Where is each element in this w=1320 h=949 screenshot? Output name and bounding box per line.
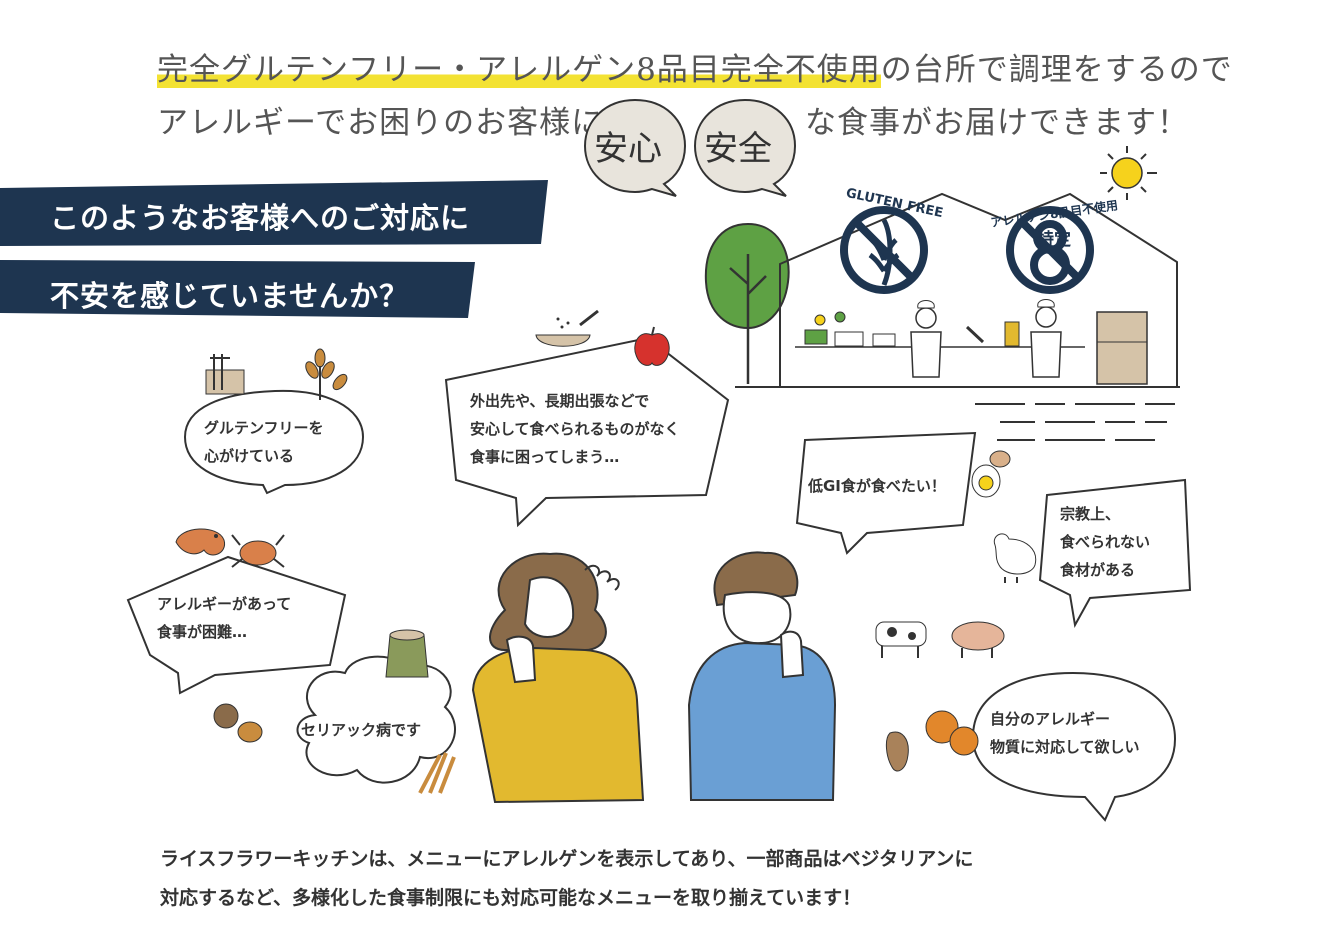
man-illustration — [687, 551, 837, 801]
apple-icon — [634, 326, 670, 366]
bubble-gluten-free-line-2: 心がけている — [204, 447, 295, 465]
crab-icon — [231, 534, 285, 568]
bubble-own-allergy-text: 自分のアレルギー 物質に対応して欲しい — [990, 705, 1140, 761]
headline-line-1: 完全グルテンフリー・アレルゲン8品目完全不使用の台所で調理をするので — [157, 44, 1233, 89]
bubble-gluten-free-line-1: グルテンフリーを — [204, 419, 324, 437]
bubble-travel-text: 外出先や、長期出張などで 安心して食べられるものがなく 食事に困ってしまう… — [470, 387, 680, 471]
headline-line-2-start: アレルギーでお困りのお客様に — [157, 105, 604, 141]
anshin-label: 安心 — [594, 129, 662, 169]
bubble-allergy-difficult-line-2: 食事が困難… — [157, 623, 248, 641]
woman-illustration — [471, 552, 645, 804]
bubble-travel-line-3: 食事に困ってしまう… — [470, 448, 620, 466]
wheat-icon — [305, 348, 348, 400]
cow-icon — [875, 621, 927, 658]
shrimp-icon — [175, 528, 226, 556]
bubble-religion-line-1: 宗教上、 — [1060, 505, 1121, 523]
tree-icon — [704, 222, 790, 384]
orange-icon — [925, 710, 979, 756]
bubble-own-allergy — [971, 671, 1177, 822]
anzen-label: 安全 — [704, 129, 772, 169]
bubble-gluten-free — [183, 389, 365, 495]
walnut-icon — [213, 703, 263, 743]
allergen-center-label: 特定 — [1037, 230, 1071, 250]
anshin-badge — [583, 98, 687, 197]
flour-bowl-icon — [535, 309, 599, 347]
headline-line-1-rest: の台所で調理をするので — [880, 52, 1233, 88]
bubble-religion-text: 宗教上、 食べられない 食材がある — [1060, 500, 1150, 584]
bubble-celiac — [296, 655, 456, 784]
chicken-icon — [993, 533, 1037, 583]
bubble-own-allergy-line-2: 物質に対応して欲しい — [990, 738, 1140, 756]
bubble-religion-line-2: 食べられない — [1060, 533, 1151, 551]
bubble-gluten-free-text: グルテンフリーを 心がけている — [204, 414, 324, 470]
bubble-religion — [1038, 478, 1192, 628]
bubble-allergy-difficult — [126, 555, 347, 695]
headline-highlight: 完全グルテンフリー・アレルゲン8品目完全不使用 — [157, 52, 881, 88]
bubble-travel-line-1: 外出先や、長期出張などで — [470, 392, 650, 410]
bubble-travel — [444, 336, 730, 528]
kitchen-house — [735, 192, 1180, 441]
footer-line-2: 対応するなど、多様化した食事制限にも対応可能なメニューを取り揃えています！ — [160, 887, 862, 909]
egg-icon — [971, 450, 1011, 498]
bubble-allergy-difficult-text: アレルギーがあって 食事が困難… — [157, 590, 291, 646]
allergen-free-icon — [1006, 206, 1094, 294]
bubble-low-gi-text: 低GI食が食べたい！ — [808, 477, 946, 495]
wheat-bundle-icon — [418, 752, 456, 794]
banner-line-2: 不安を感じていませんか？ — [50, 279, 410, 313]
noodles-icon — [205, 354, 245, 395]
bubble-religion-line-3: 食材がある — [1060, 561, 1136, 579]
banner-line-1: このようなお客様へのご対応に — [50, 201, 471, 235]
sun-icon — [1100, 146, 1157, 200]
yam-icon — [885, 731, 909, 772]
gluten-free-icon — [840, 206, 928, 294]
flour-sack-icon — [385, 629, 429, 678]
headline-line-2-end: な食事がお届けできます！ — [805, 105, 1189, 141]
bubble-travel-line-2: 安心して食べられるものがなく — [470, 420, 680, 438]
anzen-badge — [693, 98, 797, 197]
bubble-own-allergy-line-1: 自分のアレルギー — [990, 710, 1111, 728]
bubble-low-gi — [795, 431, 977, 555]
bubble-celiac-text: セリアック病です — [301, 721, 422, 739]
pig-icon — [951, 621, 1005, 658]
footer-text: ライスフラワーキッチンは、メニューにアレルゲンを表示してあり、一部商品はベジタリ… — [160, 840, 973, 918]
banner-background — [0, 180, 548, 318]
bubble-allergy-difficult-line-1: アレルギーがあって — [157, 595, 292, 613]
footer-line-1: ライスフラワーキッチンは、メニューにアレルゲンを表示してあり、一部商品はベジタリ… — [160, 848, 974, 870]
